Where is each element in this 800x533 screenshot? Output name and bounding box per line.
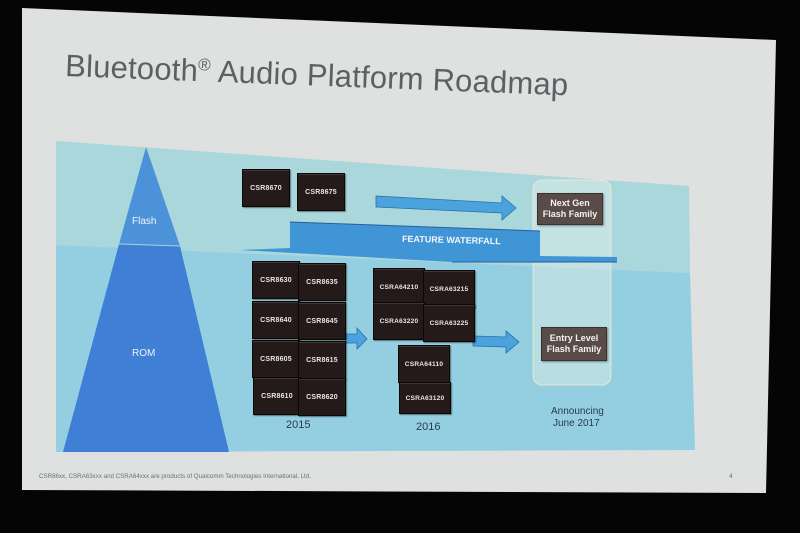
entry-level-flash-family-box: Entry Level Flash Family [541, 327, 607, 361]
pyramid-rom-label: ROM [132, 348, 156, 359]
chip-csra64210: CSRA64210 [373, 268, 425, 306]
chip-csra64110: CSRA64110 [398, 345, 450, 383]
year-2016-label: 2016 [416, 421, 441, 433]
chip-csr8635: CSR8635 [298, 263, 346, 301]
next-gen-flash-family-box: Next Gen Flash Family [537, 193, 603, 225]
announce-date-label: June 2017 [553, 418, 600, 429]
announcing-label: Announcing [551, 406, 604, 417]
arrow-2015-to-2016-icon [345, 326, 368, 350]
feature-waterfall-arrow [240, 222, 617, 262]
title-brand: Bluetooth [64, 48, 199, 89]
chip-csr8610: CSR8610 [253, 377, 301, 415]
pyramid-flash [119, 147, 180, 246]
footer-note: CSR86xx, CSRA63xxx and CSRA64xxx are pro… [39, 473, 311, 480]
chip-csra63215: CSRA63215 [423, 270, 475, 308]
chip-csra63225: CSRA63225 [423, 304, 475, 342]
chip-csr8605: CSR8605 [252, 340, 300, 378]
chip-csra63220: CSRA63220 [373, 302, 425, 340]
chip-csr8670: CSR8670 [242, 169, 290, 207]
chip-csr8675: CSR8675 [297, 173, 345, 211]
chip-csr8615: CSR8615 [298, 341, 346, 379]
arrow-to-next-gen-icon [375, 195, 517, 221]
chip-csr8640: CSR8640 [252, 301, 300, 339]
chip-csr8620: CSR8620 [298, 378, 346, 416]
pyramid-rom [63, 244, 229, 452]
arrow-to-entry-level-icon [472, 330, 520, 354]
pyramid-flash-label: Flash [132, 216, 157, 227]
chip-csr8630: CSR8630 [252, 261, 300, 299]
chip-csra63120: CSRA63120 [399, 382, 451, 414]
chip-csr8645: CSR8645 [298, 302, 346, 340]
year-2015-label: 2015 [286, 419, 311, 431]
page-number: 4 [729, 473, 733, 480]
registered-mark: ® [197, 55, 212, 75]
